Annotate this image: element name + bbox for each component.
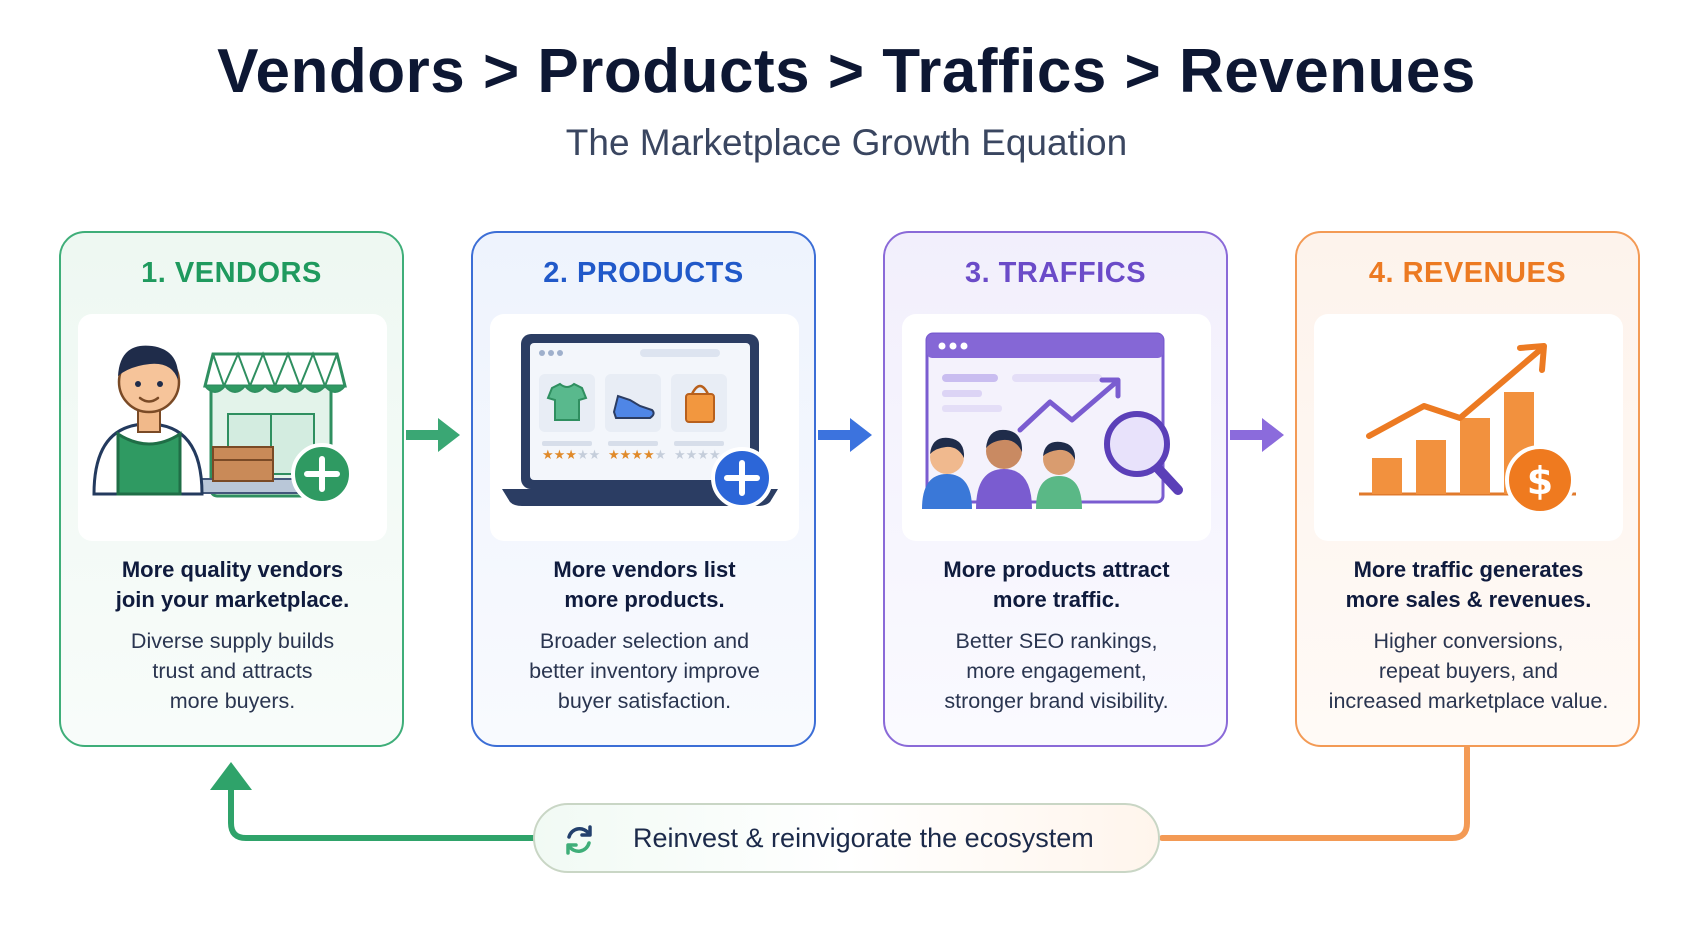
revenue-growth-icon: $: [1314, 314, 1623, 541]
step-description: Broader selection and better inventory i…: [529, 629, 760, 713]
reinvest-pill: Reinvest & reinvigorate the ecosystem: [533, 803, 1160, 873]
vendor-storefront-icon: [78, 314, 387, 541]
svg-text:★★★★: ★★★★: [674, 448, 721, 463]
step-headline: More traffic generates more sales & reve…: [1345, 557, 1592, 612]
step-title: 3. TRAFFICS: [964, 257, 1147, 289]
flow-arrow-icon: [1228, 410, 1286, 460]
step-title: 4. REVENUES: [1368, 257, 1567, 289]
step-headline: More products attract more traffic.: [943, 557, 1170, 612]
svg-text:★★★★★: ★★★★★: [542, 448, 600, 463]
step-description: Diverse supply builds trust and attracts…: [130, 629, 335, 713]
flow-arrow-icon: [404, 410, 462, 460]
step-card-revenues: 4. REVENUES $ More traffic generates mor…: [1295, 231, 1640, 747]
traffic-analytics-icon: [902, 314, 1211, 541]
reinvest-label: Reinvest & reinvigorate the ecosystem: [633, 823, 1094, 853]
step-headline: More quality vendors join your marketpla…: [115, 557, 350, 612]
step-description: Higher conversions, repeat buyers, and i…: [1328, 629, 1609, 713]
svg-text:★★★★★: ★★★★★: [608, 448, 666, 463]
step-card-traffics: 3. TRAFFICS: [883, 231, 1228, 747]
flow-arrow-icon: [816, 410, 874, 460]
page-title: Vendors > Products > Traffics > Revenues: [217, 37, 1476, 106]
svg-text:$: $: [1527, 459, 1553, 503]
refresh-icon: [561, 822, 597, 858]
step-title: 1. VENDORS: [141, 257, 322, 289]
step-card-vendors: 1. VENDORS More: [59, 231, 404, 747]
step-title: 2. PRODUCTS: [543, 257, 744, 289]
step-description: Better SEO rankings, more engagement, st…: [944, 629, 1169, 713]
page-subtitle: The Marketplace Growth Equation: [565, 122, 1128, 163]
laptop-catalog-icon: ★★★★★ ★★★★★ ★★★★: [490, 314, 799, 541]
step-card-products: 2. PRODUCTS ★★★★★ ★★★★★ ★★★★: [471, 231, 816, 747]
step-headline: More vendors list more products.: [553, 557, 736, 612]
